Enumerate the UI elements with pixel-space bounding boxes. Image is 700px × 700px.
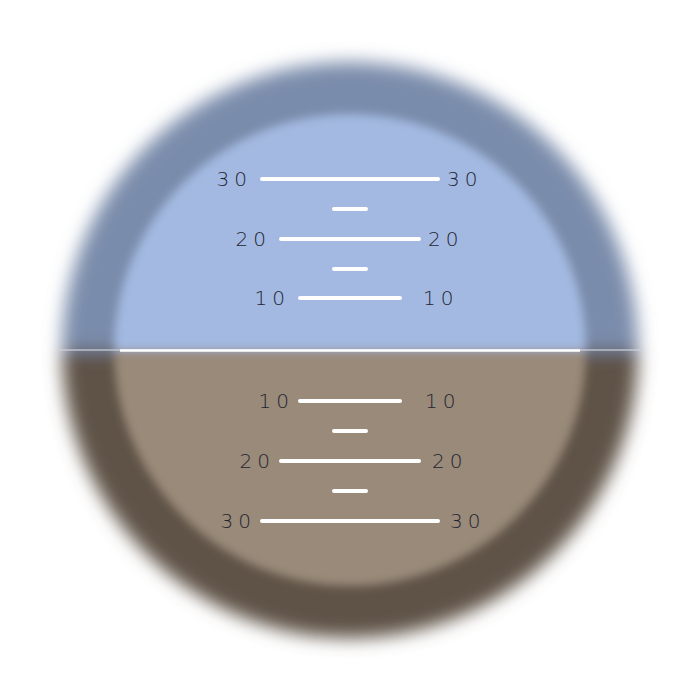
horizon-line [120,349,580,352]
pitch-label: 30 [447,167,482,191]
pitch-label: 10 [259,389,294,413]
pitch-label: 20 [432,449,467,473]
pitch-label: 20 [428,227,463,251]
pitch-ladder [262,179,438,521]
pitch-label: 10 [423,286,458,310]
pitch-label: 30 [217,167,252,191]
pitch-label: 30 [450,509,485,533]
horizon-shadow [58,349,642,351]
pitch-label: 20 [240,449,275,473]
pitch-label: 10 [425,389,460,413]
pitch-label: 20 [236,227,271,251]
pitch-label: 10 [255,286,290,310]
pitch-label: 30 [221,509,256,533]
